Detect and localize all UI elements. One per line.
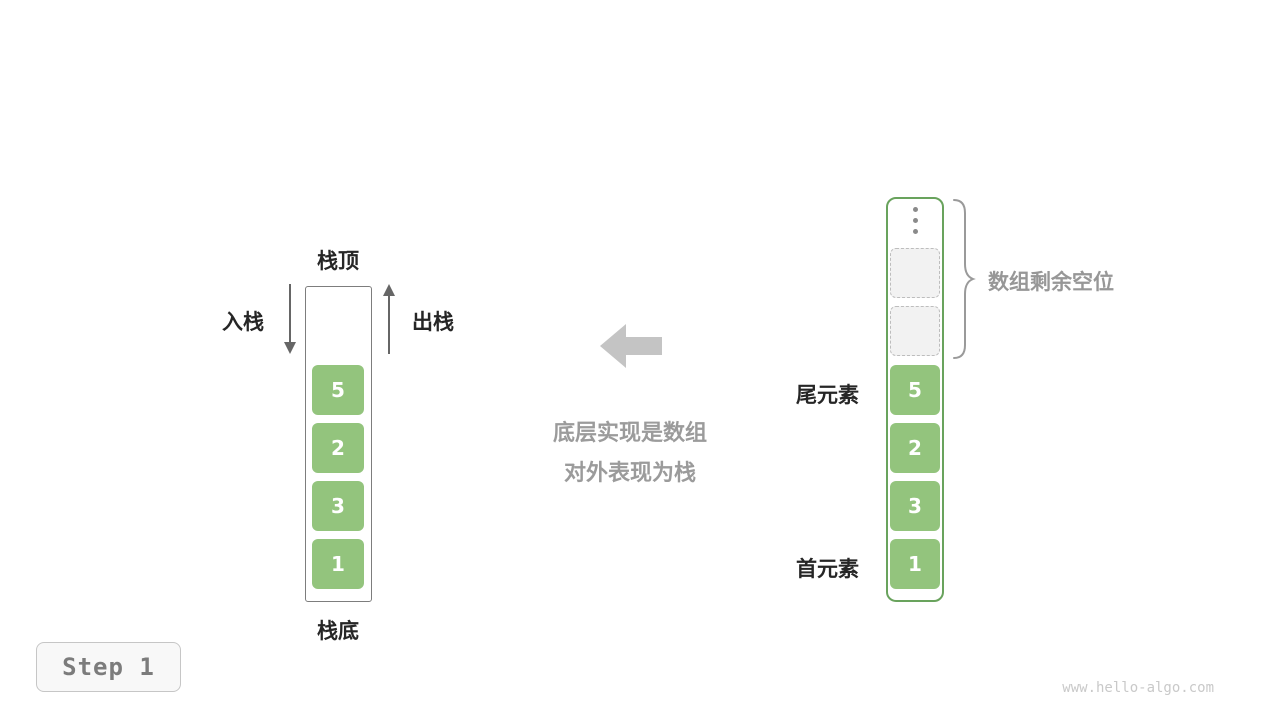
- caption-line-1: 底层实现是数组: [552, 421, 707, 446]
- empty-slot: [890, 306, 940, 356]
- step-badge: Step 1: [36, 642, 181, 692]
- stack-cell: 2: [312, 423, 364, 473]
- left-arrow-icon: [600, 324, 662, 368]
- brace-icon: [953, 199, 976, 359]
- stack-cell: 1: [312, 539, 364, 589]
- stack-bottom-label: 栈底: [317, 619, 359, 643]
- ellipsis-icon: [912, 207, 918, 234]
- pop-label: 出栈: [412, 310, 454, 334]
- watermark: www.hello-algo.com: [1062, 680, 1214, 696]
- remaining-slots-label: 数组剩余空位: [988, 270, 1114, 294]
- array-cell: 1: [890, 539, 940, 589]
- stack-cell: 3: [312, 481, 364, 531]
- push-label: 入栈: [222, 310, 264, 334]
- caption-line-2: 对外表现为栈: [563, 461, 696, 486]
- stack-cell: 5: [312, 365, 364, 415]
- caption-text: 底层实现是数组 对外表现为栈: [500, 414, 760, 494]
- array-cell: 5: [890, 365, 940, 415]
- array-cell: 3: [890, 481, 940, 531]
- pop-arrow-icon: [383, 284, 395, 354]
- empty-slot: [890, 248, 940, 298]
- push-arrow-icon: [284, 284, 296, 354]
- stack-top-label: 栈顶: [317, 249, 359, 273]
- array-cell: 2: [890, 423, 940, 473]
- head-element-label: 首元素: [796, 557, 859, 581]
- tail-element-label: 尾元素: [796, 383, 859, 407]
